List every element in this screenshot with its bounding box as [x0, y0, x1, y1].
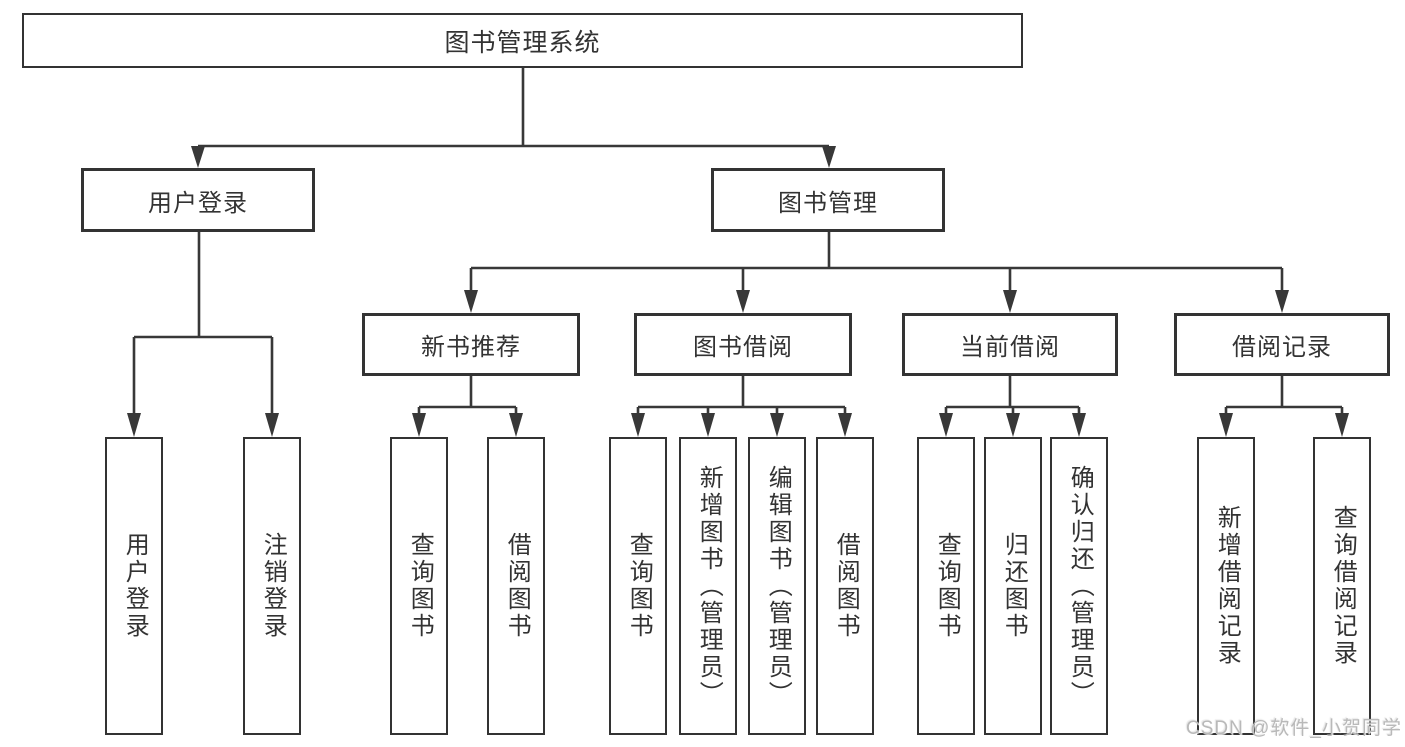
node-new-book-recommend: 新书推荐: [362, 313, 580, 376]
leaf-borrow-book-2: 借阅图书: [816, 437, 874, 735]
leaf-user-login: 用户登录: [105, 437, 163, 735]
leaf-query-book-3: 查询图书: [917, 437, 975, 735]
csdn-watermark: CSDN @软件_小贺同学: [1186, 718, 1402, 739]
leaf-add-book-admin: 新增图书（管理员）: [679, 437, 737, 735]
node-book-borrow: 图书借阅: [634, 313, 852, 376]
node-book-management: 图书管理: [711, 168, 945, 232]
node-root: 图书管理系统: [22, 13, 1023, 68]
node-user-login: 用户登录: [81, 168, 315, 232]
leaf-return-book: 归还图书: [984, 437, 1042, 735]
leaf-borrow-book-1: 借阅图书: [487, 437, 545, 735]
node-borrow-record: 借阅记录: [1174, 313, 1390, 376]
node-current-borrow: 当前借阅: [902, 313, 1118, 376]
leaf-add-borrow-record: 新增借阅记录: [1197, 437, 1255, 735]
leaf-logout: 注销登录: [243, 437, 301, 735]
leaf-edit-book-admin: 编辑图书（管理员）: [748, 437, 806, 735]
leaf-query-borrow-record: 查询借阅记录: [1313, 437, 1371, 735]
leaf-query-book-1: 查询图书: [390, 437, 448, 735]
leaf-query-book-2: 查询图书: [609, 437, 667, 735]
leaf-confirm-return-admin: 确认归还（管理员）: [1050, 437, 1108, 735]
